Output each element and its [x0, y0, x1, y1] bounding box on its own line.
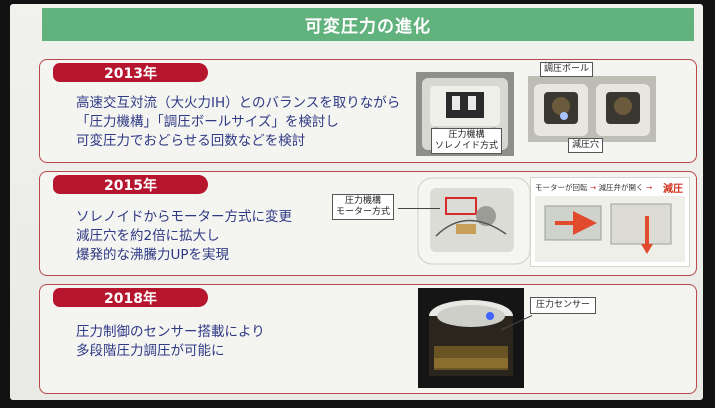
pressure-sensor-photo: [418, 288, 524, 388]
motor-mechanism-callout: 圧力機構 モーター方式: [332, 194, 395, 220]
slide-title: 可変圧力の進化: [305, 17, 431, 37]
diagram-result-label: 減圧: [663, 184, 683, 195]
description-line: 爆発的な沸騰力UPを実現: [76, 247, 230, 263]
description-line: 「圧力機構」「調圧ボールサイズ」を検討し: [76, 114, 339, 130]
year-badge: 2013年: [53, 63, 208, 82]
diagram-step-valve: 減圧弁が開く: [598, 183, 644, 192]
description-line: 多段階圧力調圧が可能に: [76, 343, 225, 359]
diagram-step-motor: モーターが回転: [535, 183, 588, 192]
pressure-sensor-callout: 圧力センサー: [530, 297, 597, 314]
section-2013: 2013年 高速交互対流（大火力IH）とのバランスを取りながら 「圧力機構」「調…: [39, 59, 697, 163]
section-2018: 2018年 圧力制御のセンサー搭載により 多段階圧力調圧が可能に 圧力センサー: [39, 284, 697, 394]
description-line: 高速交互対流（大火力IH）とのバランスを取りながら: [76, 95, 401, 111]
year-badge: 2015年: [53, 175, 208, 194]
pressure-ball-photo: [528, 76, 656, 142]
section-description: ソレノイドからモーター方式に変更 減圧穴を約2倍に拡大し 爆発的な沸騰力UPを実…: [76, 208, 292, 265]
description-line: ソレノイドからモーター方式に変更: [76, 209, 292, 225]
solenoid-mechanism-callout: 圧力機構 ソレノイド方式: [431, 128, 503, 154]
pressure-hole-callout: 減圧穴: [568, 138, 604, 153]
description-line: 圧力制御のセンサー搭載により: [76, 324, 265, 340]
slide-title-bar: 可変圧力の進化: [42, 8, 694, 41]
solenoid-mechanism-photo: [416, 72, 514, 156]
section-description: 圧力制御のセンサー搭載により 多段階圧力調圧が可能に: [76, 323, 265, 361]
section-2015: 2015年 ソレノイドからモーター方式に変更 減圧穴を約2倍に拡大し 爆発的な沸…: [39, 171, 697, 276]
decompression-diagram: モーターが回転 → 減圧弁が開く → 減圧: [530, 177, 690, 267]
pressure-ball-callout: 調圧ボール: [540, 62, 594, 77]
year-badge: 2018年: [53, 288, 208, 307]
section-description: 高速交互対流（大火力IH）とのバランスを取りながら 「圧力機構」「調圧ボールサイ…: [76, 94, 400, 151]
presentation-slide: 可変圧力の進化 2013年 高速交互対流（大火力IH）とのバランスを取りながら …: [10, 4, 703, 400]
description-line: 減圧穴を約2倍に拡大し: [76, 228, 220, 244]
description-line: 可変圧力でおどらせる回数などを検討: [76, 133, 306, 149]
callout-leader-line: [398, 208, 440, 209]
motor-mechanism-photo: [416, 176, 532, 266]
